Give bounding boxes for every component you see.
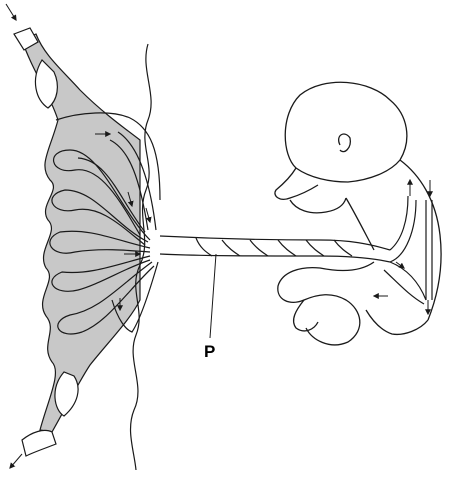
fetus: [275, 82, 441, 345]
fetal-vessels: [384, 196, 432, 304]
maternal-artery-arrow: [6, 4, 16, 20]
pointer-line-p: [210, 254, 216, 338]
umbilical-cord: [160, 236, 390, 262]
label-p: P: [204, 343, 215, 360]
fetal-flow-arrows: [374, 180, 430, 314]
maternal-vein-arrow: [10, 454, 22, 468]
maternal-vein: [22, 430, 56, 456]
